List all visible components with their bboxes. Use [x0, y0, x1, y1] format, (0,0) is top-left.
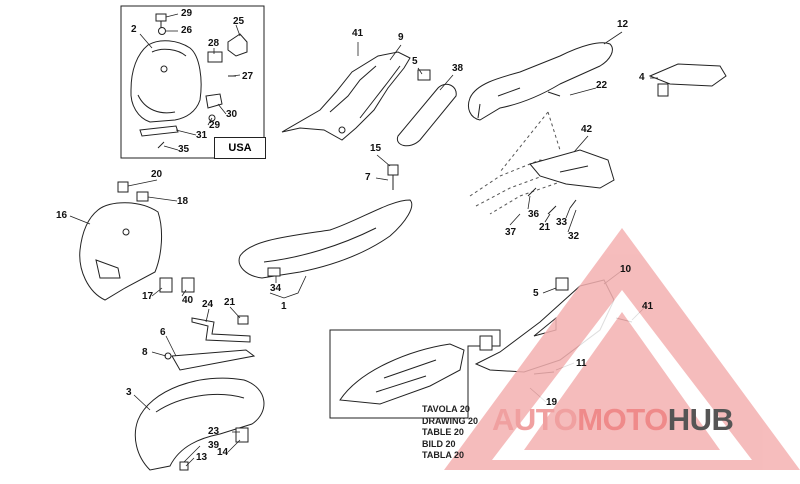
fairing-hardware	[117, 181, 195, 293]
callout-18: 18	[177, 196, 189, 207]
callout-31: 31	[196, 130, 208, 141]
mounting-strap-part	[191, 315, 251, 343]
callout-21-right: 21	[539, 222, 551, 233]
callout-2: 2	[131, 24, 137, 35]
usa-inset-frame	[120, 5, 265, 159]
side-plate-part	[396, 83, 457, 147]
callout-29: 29	[181, 8, 193, 19]
caption-line: BILD 20	[422, 438, 456, 449]
callout-41-right: 41	[642, 301, 654, 312]
callout-7: 7	[365, 172, 371, 183]
front-fairing-part	[79, 202, 163, 301]
callout-14: 14	[217, 447, 229, 458]
callout-32: 32	[568, 231, 580, 242]
callout-17: 17	[142, 291, 154, 302]
front-fender-part	[134, 349, 265, 471]
drawing-caption: TAVOLA 20 DRAWING 20 TABLE 20 BILD 20 TA…	[422, 404, 478, 462]
callout-20: 20	[151, 169, 163, 180]
callout-8: 8	[142, 347, 148, 358]
side-panel-part	[281, 51, 411, 141]
usa-label: USA	[214, 137, 266, 159]
callout-10: 10	[620, 264, 632, 275]
callout-26: 26	[181, 25, 193, 36]
callout-41-top: 41	[352, 28, 364, 39]
caption-line: TABLE 20	[422, 427, 464, 437]
seat-bolt-part	[387, 164, 399, 176]
watermark-hub: HUB	[667, 402, 734, 437]
callout-3: 3	[126, 387, 132, 398]
callout-30: 30	[226, 109, 238, 120]
callout-39: 39	[208, 440, 220, 451]
tank-cover-part	[339, 343, 465, 405]
callout-12: 12	[617, 19, 629, 30]
callout-5-top: 5	[412, 56, 418, 67]
callout-21-left: 21	[224, 297, 236, 308]
callout-15: 15	[370, 143, 382, 154]
tail-cover-part	[467, 42, 613, 121]
callout-27: 27	[242, 71, 254, 82]
callout-16: 16	[56, 210, 68, 221]
tail-light-part	[648, 63, 727, 97]
callout-22: 22	[596, 80, 608, 91]
callout-37: 37	[505, 227, 517, 238]
callout-34: 34	[270, 283, 282, 294]
callout-29-lower: 29	[209, 120, 221, 131]
callout-13: 13	[196, 452, 208, 463]
callout-4: 4	[639, 72, 645, 83]
callout-11: 11	[576, 358, 587, 369]
license-bracket-part	[527, 149, 615, 215]
callout-19: 19	[546, 397, 558, 408]
grommet-part	[417, 69, 431, 81]
watermark-text: AUTOMOTOHUB	[492, 402, 734, 437]
watermark-moto: MOTO	[577, 402, 668, 437]
seat-part	[238, 199, 413, 279]
callout-36: 36	[528, 209, 540, 220]
callout-23: 23	[208, 426, 220, 437]
caption-line: TAVOLA 20	[422, 404, 470, 414]
callout-40: 40	[182, 295, 194, 306]
callout-28: 28	[208, 38, 220, 49]
callout-25: 25	[233, 16, 245, 27]
callout-42: 42	[581, 124, 593, 135]
callout-33: 33	[556, 217, 568, 228]
callout-35: 35	[178, 144, 190, 155]
callout-38: 38	[452, 63, 464, 74]
caption-line: DRAWING 20	[422, 415, 479, 426]
number-plate-part	[130, 40, 202, 137]
callout-5-right: 5	[533, 288, 539, 299]
watermark-triangle-icon	[444, 228, 800, 470]
callout-24: 24	[202, 299, 214, 310]
watermark-auto: AUTO	[492, 402, 578, 437]
caption-line: TABLA 20	[422, 450, 465, 460]
callout-1: 1	[281, 301, 287, 312]
callout-9: 9	[398, 32, 404, 43]
callout-6: 6	[160, 327, 166, 338]
